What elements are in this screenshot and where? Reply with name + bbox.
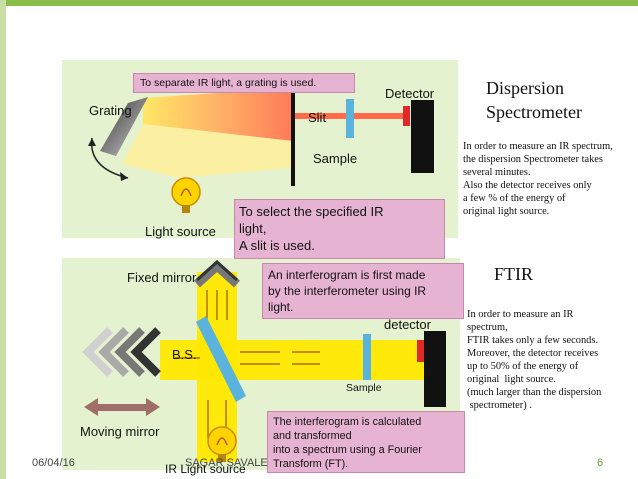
moving-mirror-label: Moving mirror [80, 424, 160, 439]
dispersion-title-line1: Dispersion [486, 78, 564, 98]
dispersion-description: In order to measure an IR spectrum, the d… [463, 140, 613, 218]
desc-line: spectrometer) . [467, 400, 532, 411]
ftir-description: In order to measure an IR spectrum, FTIR t… [467, 308, 601, 412]
callout-slit-line: To select the specified IR [239, 204, 384, 219]
detector-block-bottom [424, 331, 446, 407]
desc-line: original light source. [467, 374, 556, 385]
footer-page-number: 6 [597, 457, 604, 469]
ftir-title: FTIR [494, 264, 534, 284]
callout-line: Transform (FT). [273, 458, 349, 470]
dispersion-title-line2: Spectrometer [486, 102, 582, 122]
callout-line: and transformed [273, 430, 352, 442]
callout-line: into a spectrum using a Fourier [273, 444, 422, 456]
sample-label-bottom: Sample [346, 382, 382, 394]
grating-label: Grating [89, 103, 132, 118]
detector-label-bottom: detector [384, 317, 431, 332]
slit-bar [291, 83, 295, 186]
sample-cell-top [346, 99, 354, 138]
desc-line: spectrum, [467, 322, 508, 333]
bs-label: B.S. [172, 347, 197, 362]
desc-line: (much larger than the dispersion [467, 387, 602, 398]
moving-direction-arrow-icon [84, 398, 160, 416]
callout-transform: The interferogram is calculated and tran… [267, 411, 465, 473]
desc-line: In order to measure an IR spectrum, [463, 141, 613, 152]
desc-line: up to 50% of the energy of [467, 361, 579, 372]
ftir-horizontal-beam [160, 340, 430, 380]
callout-slit-line: A slit is used. [239, 238, 315, 253]
top-accent-bar [0, 0, 638, 6]
detector-window-bottom [417, 340, 424, 362]
callout-slit-line: light, [239, 221, 267, 236]
footer-author: SAGAR SAVALE [185, 457, 268, 469]
grating-element [100, 97, 148, 156]
desc-line: Moreover, the detector receives [467, 348, 599, 359]
detector-window-top [403, 106, 410, 126]
left-accent-bar [0, 0, 6, 479]
desc-line: FTIR takes only a few seconds. [467, 335, 599, 346]
desc-line: several minutes. [463, 167, 531, 178]
desc-line: In order to measure an IR [467, 309, 574, 320]
desc-line: a few % of the energy of [463, 193, 566, 204]
footer-date: 06/04/16 [32, 457, 75, 469]
ir-light-source-label: IR Light source [165, 462, 246, 476]
callout-line: An interferogram is first made [268, 268, 426, 282]
desc-line: the dispersion Spectrometer takes [463, 154, 603, 165]
fixed-mirror [193, 259, 241, 288]
fixed-mirror-label: Fixed mirror [127, 270, 197, 285]
beam-arrows [175, 290, 320, 440]
moving-mirror [82, 327, 161, 377]
callout-line: light. [268, 300, 294, 314]
detector-block-top [411, 100, 434, 173]
source-light-beam [122, 124, 293, 178]
light-source-bulb-icon [171, 177, 201, 207]
slit-label: Slit [308, 110, 327, 125]
callout-slit: To select the specified IR light, A slit… [234, 199, 445, 259]
desc-line: Also the detector receives only [463, 180, 592, 191]
dispersed-light-fan [143, 88, 293, 141]
detector-label-top: Detector [385, 86, 435, 101]
beam-splitter [196, 316, 246, 402]
callout-interferogram: An interferogram is first made by the in… [262, 263, 464, 319]
callout-line: by the interferometer using IR [268, 284, 427, 298]
sample-cell-bottom [363, 334, 371, 380]
light-source-label: Light source [145, 224, 216, 239]
sample-label-top: Sample [313, 151, 358, 166]
ir-source-bulb-icon [207, 426, 237, 456]
callout-line: The interferogram is calculated [273, 416, 422, 428]
desc-line: original light source. [463, 206, 550, 217]
callout-grating: To separate IR light, a grating is used. [133, 73, 355, 93]
